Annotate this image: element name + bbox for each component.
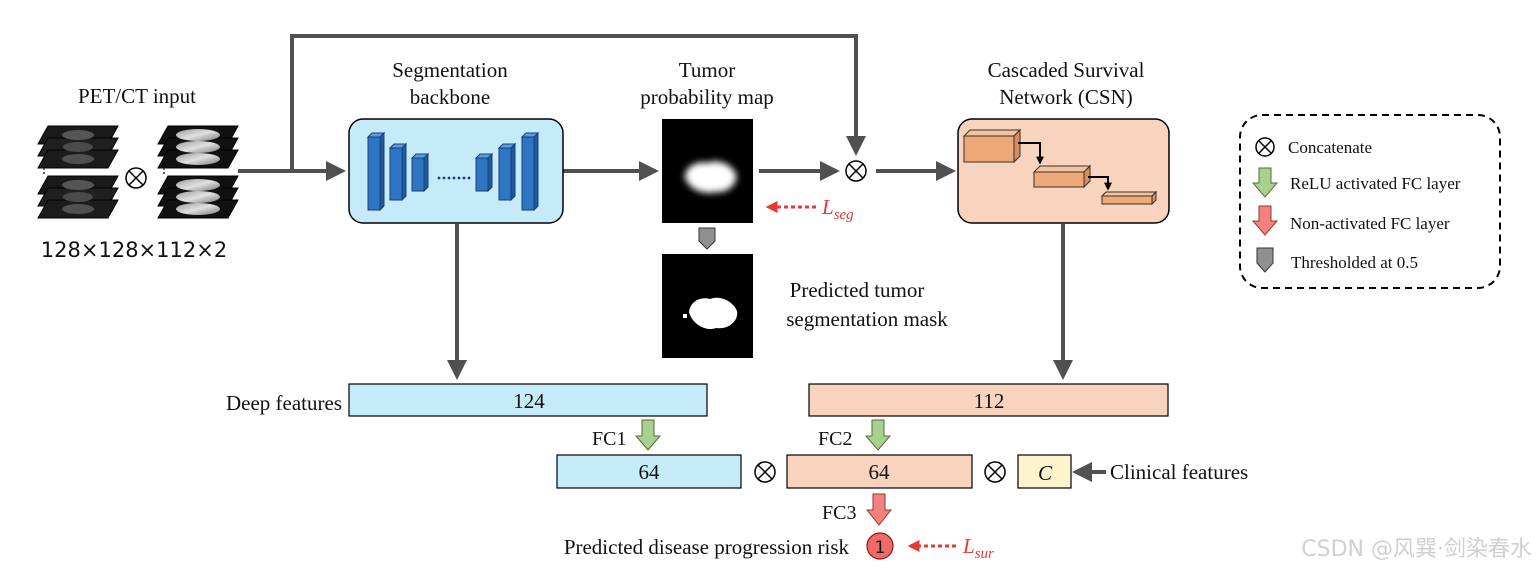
tumor-probability-map bbox=[662, 119, 753, 223]
probmap-title-line1: Tumor bbox=[679, 58, 735, 82]
csn-title-line1: Cascaded Survival bbox=[988, 58, 1145, 82]
csn-features-value: 112 bbox=[974, 389, 1005, 413]
deep-features-vector bbox=[348, 383, 708, 417]
concatenate-symbol-input bbox=[125, 167, 147, 189]
backbone-dots bbox=[437, 176, 471, 180]
survival-loss: Lsur bbox=[907, 534, 994, 562]
fc2-output-value: 64 bbox=[869, 460, 891, 484]
threshold-arrow-icon bbox=[698, 227, 716, 250]
loss-sur-symbol: L bbox=[962, 534, 975, 558]
ct-image-stack bbox=[157, 125, 239, 219]
backbone-title-line1: Segmentation bbox=[392, 58, 508, 82]
clinical-features-label: Clinical features bbox=[1110, 460, 1248, 484]
fc1-output-value: 64 bbox=[639, 460, 661, 484]
segmentation-backbone bbox=[348, 118, 564, 224]
legend: Concatenate ReLU activated FC layer Non-… bbox=[1239, 114, 1501, 289]
output-risk-value: 1 bbox=[875, 538, 886, 558]
concatenate-symbol-fc bbox=[754, 461, 776, 483]
deep-features-label: Deep features bbox=[226, 391, 342, 415]
output-label: Predicted disease progression risk bbox=[564, 535, 850, 559]
cascaded-survival-network bbox=[957, 118, 1170, 224]
concatenate-symbol-csn bbox=[845, 160, 867, 182]
legend-item-nonactivated: Non-activated FC layer bbox=[1290, 214, 1450, 233]
legend-item-relu: ReLU activated FC layer bbox=[1290, 174, 1461, 193]
clinical-feature-symbol: C bbox=[1038, 461, 1053, 485]
gray-arrow-icon bbox=[1256, 247, 1274, 273]
green-arrow-icon bbox=[1251, 167, 1279, 198]
fc1-output-vector bbox=[556, 454, 742, 489]
watermark: CSDN @风巽·剑染春水 bbox=[1301, 537, 1532, 562]
concatenate-symbol-clinical bbox=[984, 461, 1006, 483]
segmentation-loss: Lseg bbox=[765, 195, 854, 223]
loss-seg-symbol: L bbox=[821, 195, 834, 219]
fc2-output-vector bbox=[786, 454, 973, 489]
csn-features-vector bbox=[808, 383, 1169, 417]
csn-title-line2: Network (CSN) bbox=[999, 85, 1133, 109]
legend-item-concatenate: Concatenate bbox=[1288, 138, 1372, 157]
concatenate-icon bbox=[1255, 137, 1275, 157]
fc1-label: FC1 bbox=[592, 428, 626, 450]
loss-sur-subscript: sur bbox=[975, 546, 994, 562]
fc1-green-arrow-icon bbox=[634, 419, 662, 451]
svg-text:Lsur: Lsur bbox=[962, 534, 994, 562]
red-arrow-icon bbox=[1251, 205, 1279, 236]
mask-label-line1: Predicted tumor bbox=[790, 278, 925, 302]
fc3-red-arrow-icon bbox=[865, 493, 893, 526]
output-risk-node bbox=[866, 532, 894, 560]
legend-item-threshold: Thresholded at 0.5 bbox=[1291, 253, 1418, 272]
backbone-bars bbox=[366, 131, 540, 212]
predicted-segmentation-mask bbox=[662, 254, 753, 358]
fc2-label: FC2 bbox=[818, 428, 852, 450]
probmap-title-line2: probability map bbox=[640, 85, 774, 109]
fc3-label: FC3 bbox=[822, 502, 856, 524]
deep-features-value: 124 bbox=[513, 389, 545, 413]
fc2-green-arrow-icon bbox=[864, 419, 892, 451]
input-title: PET/CT input bbox=[78, 84, 196, 108]
arrow-skip-connection bbox=[290, 34, 866, 171]
loss-seg-subscript: seg bbox=[834, 207, 854, 223]
input-dims: 128×128×112×2 bbox=[41, 238, 227, 262]
pet-image-stack bbox=[37, 125, 119, 219]
svg-text:Lseg: Lseg bbox=[821, 195, 854, 223]
clinical-feature-box bbox=[1017, 454, 1072, 489]
flow-lines bbox=[238, 34, 1106, 482]
backbone-title-line2: backbone bbox=[410, 85, 490, 109]
mask-label-line2: segmentation mask bbox=[786, 307, 948, 331]
